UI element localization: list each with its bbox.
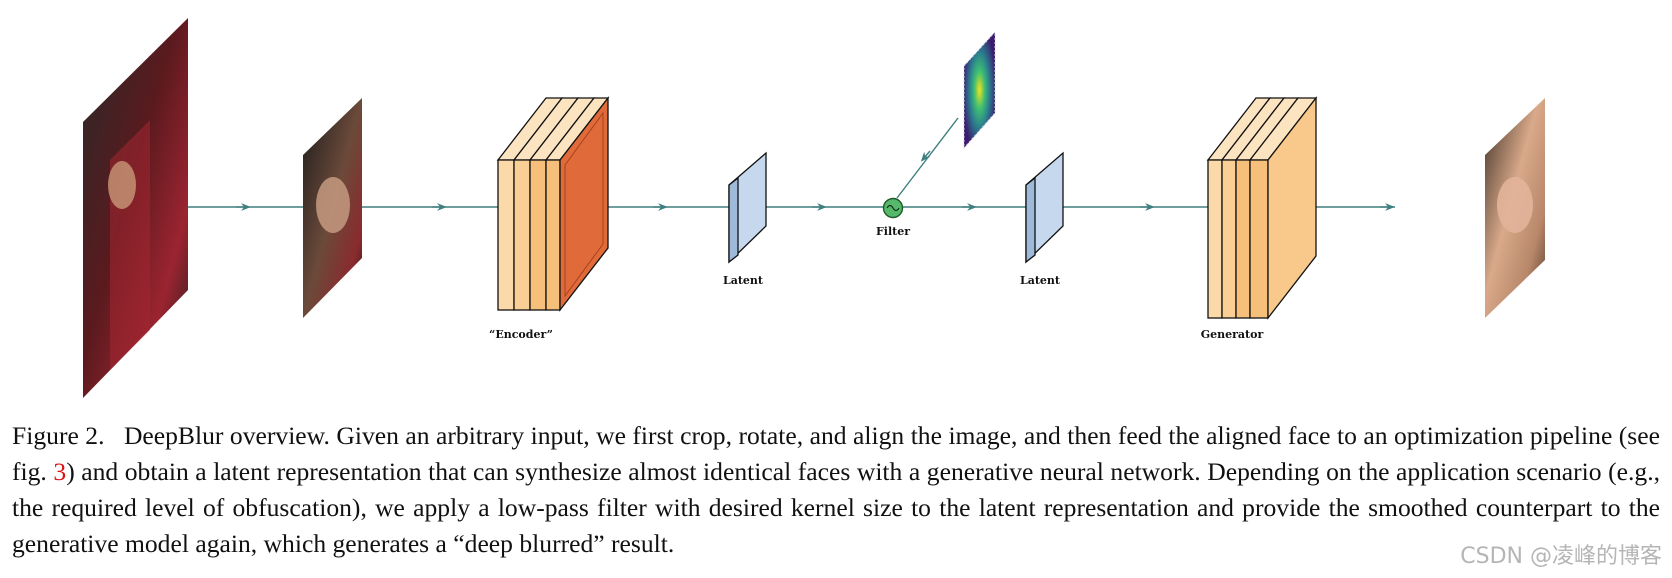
- latent-label-1: Latent: [723, 274, 764, 287]
- deepblur-pipeline-figure: “Encoder” Latent Filter Latent Generator: [0, 0, 1672, 400]
- output-face-icon: [1485, 98, 1545, 318]
- figure-reference-link[interactable]: 3: [53, 457, 66, 486]
- input-photo-icon: [83, 18, 188, 398]
- figure-number: Figure 2.: [12, 421, 105, 450]
- cropped-face-icon: [303, 98, 362, 318]
- encoder-label: “Encoder”: [489, 328, 553, 341]
- filter-node: [884, 199, 903, 218]
- latent-block-2: [1026, 153, 1063, 262]
- generator-label: Generator: [1201, 328, 1264, 341]
- latent-block-1: [729, 153, 766, 262]
- filter-label: Filter: [876, 225, 910, 238]
- latent-label-2: Latent: [1020, 274, 1061, 287]
- gaussian-kernel-icon: [964, 32, 995, 148]
- watermark: CSDN @凌峰的博客: [1460, 538, 1662, 570]
- generator-block: [1208, 98, 1316, 318]
- figure-caption: Figure 2. DeepBlur overview. Given an ar…: [12, 418, 1660, 562]
- encoder-block: [498, 98, 608, 310]
- caption-text-2: ) and obtain a latent representation tha…: [12, 457, 1660, 558]
